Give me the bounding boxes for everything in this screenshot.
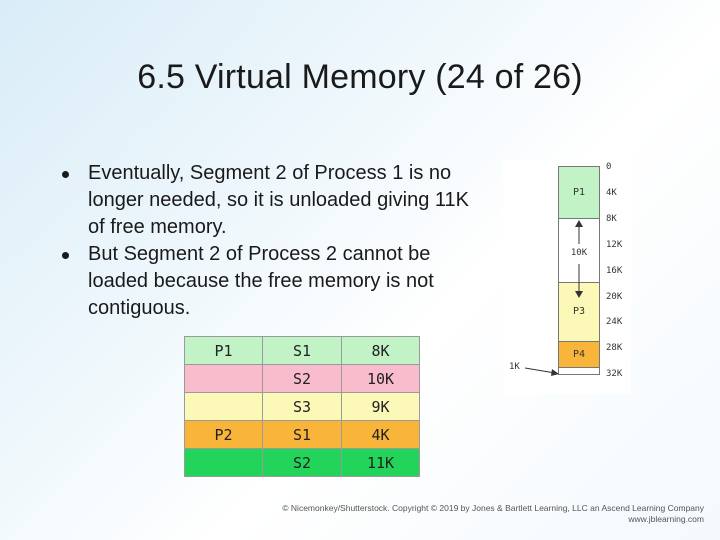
process-cell: P1 [184, 336, 263, 365]
slide-title: 6.5 Virtual Memory (24 of 26) [137, 58, 583, 96]
address-label: 8K [606, 213, 617, 224]
memory-block-label: P3 [572, 306, 586, 318]
process-cell: P2 [184, 420, 263, 449]
address-label: 16K [606, 265, 623, 276]
copyright-notice: © Nicemonkey/Shutterstock. Copyright © 2… [282, 503, 704, 525]
small-free-arrow [525, 367, 559, 376]
segment-cell: S2 [262, 448, 342, 477]
address-label: 12K [606, 239, 623, 250]
free-space-label: 10K [570, 248, 588, 258]
size-cell: 10K [341, 364, 420, 393]
bullet-item: But Segment 2 of Process 2 cannot be loa… [60, 241, 490, 322]
address-label: 24K [606, 317, 623, 328]
bullet-text: But Segment 2 of Process 2 cannot be loa… [88, 243, 434, 319]
bullet-text: Eventually, Segment 2 of Process 1 is no… [88, 162, 470, 238]
size-cell: 4K [341, 420, 420, 449]
address-label: 28K [606, 343, 623, 354]
small-free-label: 1K [509, 362, 520, 372]
memory-block-label: P4 [572, 348, 586, 360]
bullet-list: Eventually, Segment 2 of Process 1 is no… [60, 160, 490, 322]
memory-block-label: P1 [572, 187, 586, 198]
memory-block: P4 [559, 341, 599, 368]
segment-cell: S1 [262, 420, 342, 449]
free-space-arrow [575, 220, 583, 298]
address-label: 0 [606, 162, 612, 172]
process-cell [184, 448, 263, 477]
process-cell [184, 364, 263, 393]
segment-cell: S2 [262, 364, 342, 393]
segment-cell: S1 [262, 336, 342, 365]
size-cell: 11K [341, 448, 420, 477]
bullet-dot-icon [62, 171, 69, 178]
address-label: 20K [606, 291, 623, 302]
address-label: 32K [606, 369, 623, 380]
copyright-text: © Nicemonkey/Shutterstock. Copyright © 2… [282, 503, 704, 513]
memory-block [559, 367, 599, 374]
website-link: www.jblearning.com [628, 514, 704, 524]
process-cell [184, 392, 263, 421]
memory-block: P1 [559, 167, 599, 219]
size-cell: 9K [341, 392, 420, 421]
size-cell: 8K [341, 336, 420, 365]
bullet-dot-icon [62, 252, 69, 259]
segment-cell: S3 [262, 392, 342, 421]
address-label: 4K [606, 187, 617, 198]
bullet-item: Eventually, Segment 2 of Process 1 is no… [60, 160, 490, 241]
